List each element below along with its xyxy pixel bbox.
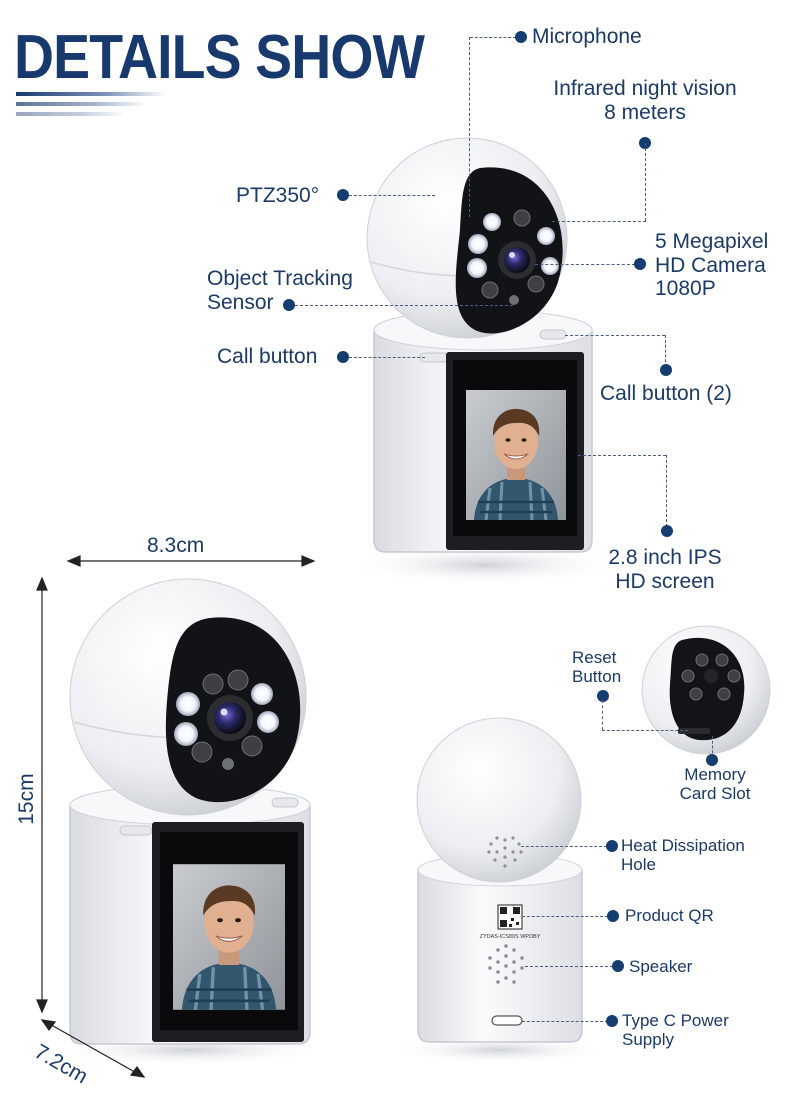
arrow-icon [36, 555, 316, 1078]
qr-caption: ZYDAS-ICS80S WPDBY [480, 934, 541, 940]
callout-dot-icon [337, 351, 349, 363]
front-camera-top [345, 137, 625, 585]
leader-line [712, 736, 713, 758]
dimension-width: 8.3cm [147, 534, 205, 557]
leader-line [470, 37, 516, 38]
label-screen: 2.8 inch IPS HD screen [580, 546, 750, 593]
qr-code-icon [497, 904, 523, 930]
leader-line [349, 357, 425, 358]
sd-slot-closeup [641, 625, 771, 755]
label-memory: Memory Card Slot [660, 765, 770, 803]
label-line: Supply [622, 1030, 674, 1050]
label-call-button-2: Call button (2) [600, 382, 732, 405]
leader-line [552, 221, 646, 222]
callout-dot-icon [607, 910, 619, 922]
leader-line [565, 335, 665, 336]
label-line: HD screen [615, 569, 715, 593]
label-line: Sensor [207, 290, 274, 314]
label-infrared: Infrared night vision 8 meters [520, 77, 770, 124]
label-line: Memory [684, 765, 746, 784]
label-heat: Heat Dissipation Hole [621, 836, 745, 874]
label-tracking: Object Tracking Sensor [207, 267, 353, 314]
label-qr: Product QR [625, 906, 714, 925]
label-reset: Reset Button [572, 648, 621, 686]
callout-dot-icon [661, 525, 673, 537]
callout-dot-icon [660, 364, 672, 376]
callout-dot-icon [706, 754, 718, 766]
leader-line [295, 305, 513, 306]
label-megapixel: 5 Megapixel HD Camera 1080P [655, 230, 768, 301]
leader-line [522, 916, 608, 917]
label-line: Type C Power [622, 1011, 729, 1030]
title-underline [16, 102, 146, 106]
usb-c-port-icon [491, 1015, 523, 1026]
label-line: 8 meters [604, 100, 686, 124]
callout-dot-icon [337, 189, 349, 201]
label-line: Hole [621, 855, 656, 875]
callout-dot-icon [606, 840, 618, 852]
leader-line [665, 335, 666, 367]
leader-line [525, 966, 613, 967]
rear-camera: ZYDAS-ICS80S WPDBY [390, 717, 610, 1064]
label-line: Infrared night vision [553, 77, 737, 100]
leader-line [522, 1021, 608, 1022]
label-line: 5 Megapixel [655, 230, 769, 253]
title-underline [16, 112, 126, 116]
leader-line [578, 455, 666, 456]
callout-dot-icon [597, 690, 609, 702]
label-line: Button [572, 667, 622, 687]
label-line: Reset [572, 648, 617, 667]
label-line: Card Slot [679, 784, 751, 804]
leader-line [521, 846, 607, 847]
label-line: 1080P [655, 277, 716, 301]
label-line: Object Tracking [207, 267, 353, 290]
label-line: HD Camera [655, 253, 766, 277]
dimension-height: 15cm [15, 773, 39, 825]
leader-line [666, 455, 667, 527]
leader-line [469, 37, 470, 217]
label-line: Heat Dissipation [621, 836, 745, 855]
leader-line [602, 700, 603, 730]
label-typec: Type C Power Supply [622, 1011, 729, 1049]
label-speaker: Speaker [629, 957, 693, 976]
heat-vent-icon [487, 836, 523, 868]
label-ptz: PTZ350° [236, 184, 320, 207]
callout-dot-icon [283, 299, 295, 311]
callout-dot-icon [606, 1015, 618, 1027]
page-title: DETAILS SHOW [14, 23, 426, 90]
leader-line [535, 264, 635, 265]
leader-line [602, 730, 688, 731]
label-line: 2.8 inch IPS [608, 546, 722, 569]
speaker-grille-icon [488, 944, 524, 984]
label-microphone: Microphone [532, 25, 642, 48]
callout-dot-icon [634, 258, 646, 270]
callout-dot-icon [612, 960, 624, 972]
front-camera-dimensions [50, 578, 330, 1066]
title-underline [16, 92, 166, 96]
callout-dot-icon [515, 31, 527, 43]
leader-line [349, 195, 435, 196]
label-call-button: Call button [217, 345, 318, 368]
leader-line [645, 143, 646, 221]
page-title-text: DETAILS SHOW [14, 23, 425, 90]
